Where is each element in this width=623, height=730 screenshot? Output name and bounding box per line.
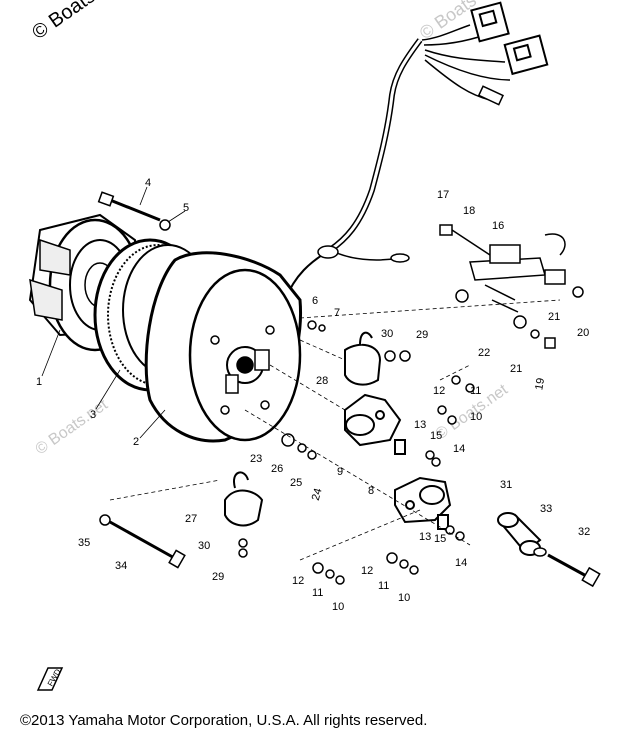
callout-12a: 12 [292,575,304,587]
callout-29b: 29 [212,571,224,583]
callout-3: 3 [90,409,96,421]
callout-32: 32 [578,526,590,538]
callout-28: 28 [316,375,328,387]
condenser-27 [224,471,264,527]
callout-12c: 12 [433,385,445,397]
callout-25: 25 [290,477,302,489]
callout-9: 9 [337,466,343,478]
callout-labels: 1 2 3 4 5 6 7 8 9 10 10 10 11 11 11 12 1… [36,177,590,613]
callout-6: 6 [312,295,318,307]
callout-27: 27 [185,513,197,525]
grommet [317,245,410,263]
callout-14b: 14 [455,557,467,569]
callout-10c: 10 [470,411,482,423]
callout-17: 17 [437,189,449,201]
callout-5: 5 [183,202,189,214]
front-direction-mark: FWD [36,667,64,691]
connector-plug-top [470,1,510,43]
watermark-top-center: © Boats [416,0,480,43]
spacer-31 [497,512,542,556]
callout-7: 7 [334,307,340,319]
callout-21b: 21 [510,363,522,375]
callout-2: 2 [133,436,139,448]
bolt-32 [547,553,601,588]
callout-18: 18 [463,205,475,217]
washers-23-26 [238,433,317,558]
callout-13b: 13 [419,531,431,543]
washer-35 [99,514,111,526]
callout-20: 20 [577,327,589,339]
callout-31: 31 [500,479,512,491]
washers-29-30 [384,350,411,362]
callout-30b: 30 [198,540,210,552]
callout-26: 26 [271,463,283,475]
callout-29a: 29 [416,329,428,341]
callout-22: 22 [478,347,490,359]
breaker-plate-9 [344,393,406,455]
bolts-19-22 [513,315,556,349]
callout-10a: 10 [332,601,344,613]
callout-30a: 30 [381,328,393,340]
callout-35: 35 [78,537,90,549]
callout-23: 23 [250,453,262,465]
callout-12b: 12 [361,565,373,577]
callout-24: 24 [310,487,325,502]
connector-plug-right [503,34,549,76]
watermark-mid-left: © Boats.net [33,396,112,458]
condenser-28 [344,331,382,386]
callout-19: 19 [533,377,547,391]
callout-11b: 11 [378,580,389,592]
callout-11c: 11 [470,385,481,397]
callout-21a: 21 [548,311,560,323]
callout-1: 1 [36,376,42,388]
watermark-top-left: © Boats [28,0,99,44]
washer-33 [533,547,547,557]
leader-lines [41,186,186,439]
copyright-notice: ©2013 Yamaha Motor Corporation, U.S.A. A… [20,712,428,729]
washer-5 [159,219,171,231]
breaker-plate-8 [394,476,452,530]
callout-13a: 13 [414,419,426,431]
regulator-bracket [439,224,584,313]
wiring-harness [261,24,511,331]
small-hardware [307,320,475,585]
bolt-34 [109,520,186,569]
callout-15b: 15 [434,533,446,545]
stator-housing [144,251,303,443]
callout-16: 16 [492,220,504,232]
connector-bullet [477,85,504,106]
callout-10b: 10 [398,592,410,604]
callout-4: 4 [145,177,151,189]
bolt-4 [97,191,161,222]
alignment-lines [109,299,561,561]
callout-33: 33 [540,503,552,515]
callout-8: 8 [368,485,374,497]
callout-15a: 15 [430,430,442,442]
callout-14a: 14 [453,443,465,455]
callout-34: 34 [115,560,127,572]
callout-11a: 11 [312,587,323,599]
